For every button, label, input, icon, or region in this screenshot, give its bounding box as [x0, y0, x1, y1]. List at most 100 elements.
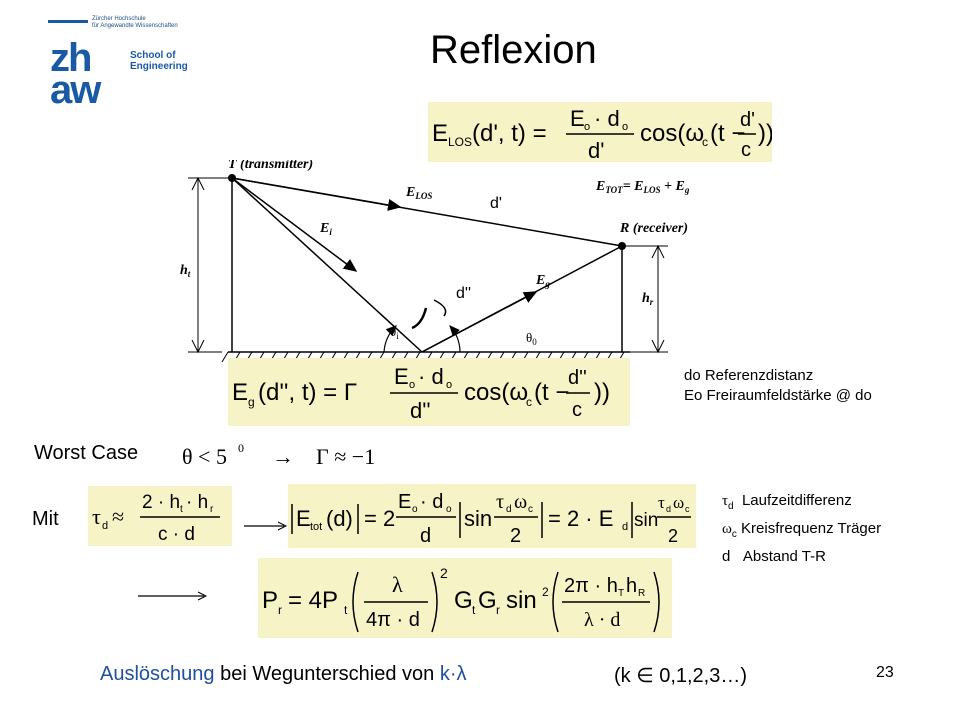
- svg-text:τ: τ: [92, 504, 101, 529]
- label-theta-i: θi: [390, 324, 399, 341]
- svg-text:o: o: [622, 121, 628, 133]
- svg-text:= 4P: = 4P: [288, 587, 338, 614]
- formula-tau-d-svg: τ d ≈ 2 · h t · h r c · d: [92, 492, 220, 545]
- label-d-prime: d': [490, 195, 502, 212]
- arrow-to-p-r: [138, 588, 208, 606]
- svg-text:P: P: [262, 587, 278, 614]
- svg-text:0: 0: [238, 441, 244, 455]
- svg-text:sin: sin: [506, 587, 537, 614]
- svg-text:· d: · d: [420, 491, 443, 513]
- arrow-to-e-tot-svg: [244, 521, 288, 531]
- svg-text:d': d': [588, 138, 604, 162]
- bottom-word-middle: bei Wegunterschied von: [214, 663, 440, 685]
- svg-text:cos(ω: cos(ω: [464, 379, 528, 406]
- formula-p-r: P r = 4P t λ 4π · d 2 G t G r sin 2 2π ·…: [258, 558, 672, 638]
- svg-text:θ < 5: θ < 5: [182, 444, 227, 469]
- label-theta-0: θ0: [526, 330, 537, 347]
- d-double-curve: [433, 299, 447, 317]
- theta-i-arc: [383, 325, 397, 353]
- svg-text:ω: ω: [673, 493, 684, 512]
- logo-mark-bar: [48, 20, 88, 23]
- svg-text:r: r: [210, 504, 214, 515]
- page-number: 23: [876, 664, 894, 681]
- slide-title: Reflexion: [430, 28, 597, 72]
- formula-worst-case-svg: θ < 5 0 → Γ ≈ −1: [182, 441, 375, 469]
- formula-tau-d: τ d ≈ 2 · h t · h r c · d: [88, 486, 232, 546]
- svg-text:· d: · d: [594, 106, 620, 131]
- svg-text:d: d: [102, 520, 108, 532]
- svg-text:cos(ω: cos(ω: [640, 120, 704, 147]
- svg-text:· d: · d: [418, 364, 444, 389]
- variable-notes: τd Laufzeitdifferenz ωc Kreisfrequenz Tr…: [722, 490, 881, 568]
- svg-text:sin: sin: [464, 506, 492, 531]
- svg-text:c: c: [741, 139, 751, 161]
- svg-text:o: o: [409, 379, 415, 391]
- svg-text:c: c: [685, 504, 690, 514]
- svg-text:τ: τ: [658, 493, 665, 512]
- svg-text:= 2: = 2: [364, 506, 395, 531]
- svg-text:(d'', t) = Γ: (d'', t) = Γ: [258, 379, 357, 406]
- svg-text:λ · d: λ · d: [584, 609, 620, 631]
- svg-text:G: G: [478, 587, 497, 614]
- svg-text:Γ ≈ −1: Γ ≈ −1: [316, 444, 375, 469]
- bottom-word-k-lambda: k·λ: [439, 663, 467, 685]
- incident-arrow: [231, 177, 358, 272]
- svg-text:T: T: [618, 588, 624, 599]
- mit-label: Mit: [32, 508, 59, 530]
- svg-text:r: r: [496, 603, 500, 617]
- note-tau: τd Laufzeitdifferenz: [722, 492, 852, 512]
- svg-text:2: 2: [668, 526, 678, 546]
- label-e-i: Ei: [319, 221, 332, 237]
- svg-text:τ: τ: [496, 491, 504, 513]
- svg-text:4π · d: 4π · d: [366, 609, 420, 631]
- svg-text:c: c: [528, 504, 533, 515]
- svg-text:d: d: [622, 521, 628, 533]
- svg-text:= 2 · E: = 2 · E: [548, 506, 613, 531]
- svg-text:R: R: [638, 588, 645, 599]
- svg-text:(t −: (t −: [534, 379, 569, 406]
- note-d: d Abstand T-R: [722, 548, 826, 565]
- svg-text:· h: · h: [186, 492, 208, 513]
- svg-text:2: 2: [510, 525, 521, 547]
- label-e-los: ELOS: [405, 185, 432, 201]
- label-e-g: Eg: [535, 273, 550, 289]
- logo-mark-zh: zh: [50, 36, 92, 80]
- logo-mark-aw: aw: [50, 68, 101, 112]
- svg-text:t: t: [344, 603, 348, 617]
- bottom-word-ausloeschung: Auslöschung: [100, 663, 215, 685]
- reflected-arrow: [421, 291, 538, 353]
- svg-text:E: E: [394, 364, 409, 389]
- los-arrow: [231, 177, 402, 211]
- svg-text:c: c: [572, 399, 582, 421]
- arrow-to-e-tot: [244, 518, 288, 536]
- theta-0-arc: [449, 325, 461, 353]
- svg-text:d'': d'': [410, 398, 431, 423]
- reference-notes: do Referenzdistanz Eo Freiraumfeldstärke…: [684, 366, 872, 406]
- svg-text:LOS: LOS: [448, 135, 472, 149]
- svg-text:r: r: [278, 603, 282, 617]
- d-double-brace: [411, 307, 428, 330]
- svg-text:c: c: [702, 135, 708, 149]
- formula-e-los: E LOS (d', t) = E o · d o d' cos(ω c (t …: [428, 102, 772, 162]
- svg-text:λ: λ: [392, 572, 403, 597]
- svg-text:E: E: [570, 106, 585, 131]
- svg-text:d': d': [740, 109, 755, 131]
- svg-text:E: E: [296, 506, 311, 531]
- svg-text:d: d: [666, 504, 671, 514]
- formula-e-g-svg: E g (d'', t) = Γ E o · d o d'' cos(ω c (…: [232, 364, 610, 423]
- svg-text:h: h: [626, 575, 637, 597]
- svg-text:d'': d'': [568, 367, 587, 389]
- svg-text:→: →: [272, 444, 294, 469]
- svg-text:(d): (d): [326, 506, 353, 531]
- svg-text:2: 2: [440, 565, 448, 581]
- svg-text:o: o: [446, 504, 452, 515]
- svg-text:c: c: [526, 395, 532, 409]
- arrow-to-p-r-svg: [138, 591, 208, 601]
- reflection-diagram: T (transmitter) R (receiver) ELOS ETOT= …: [180, 160, 690, 363]
- svg-text:G: G: [454, 587, 473, 614]
- svg-text:E: E: [398, 491, 411, 513]
- svg-text:o: o: [446, 379, 452, 391]
- formula-worst-case: θ < 5 0 → Γ ≈ −1: [178, 440, 390, 472]
- worst-case-label: Worst Case: [34, 442, 139, 464]
- bottom-statement: Auslöschung bei Wegunterschied von k·λ: [100, 663, 467, 686]
